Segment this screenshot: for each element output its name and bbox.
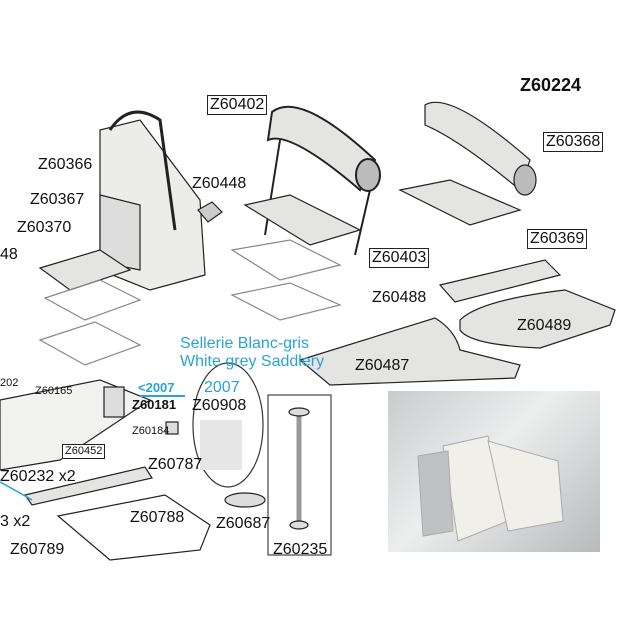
label-z60402: Z60402: [207, 95, 268, 115]
base-z60687: [224, 492, 266, 508]
filter-z60181: [103, 386, 125, 418]
label-3x2: 3 x2: [0, 513, 31, 530]
seat-cushion-z60370: [38, 249, 132, 291]
label-z60369: Z60369: [527, 229, 588, 249]
cushion-z60489: [459, 289, 616, 349]
label-z60370: Z60370: [17, 219, 72, 236]
label-z60368: Z60368: [543, 132, 604, 152]
label-z60908: Z60908: [192, 397, 247, 414]
label-z60789: Z60789: [10, 541, 65, 558]
label-z60403: Z60403: [369, 248, 430, 268]
label-z60224: Z60224: [520, 75, 582, 95]
hinge-z60448: [197, 201, 223, 223]
label-2007: 2007: [204, 379, 240, 396]
label-z60487: Z60487: [355, 357, 410, 374]
pedestal-z60235-box: [267, 394, 332, 556]
label-z60687: Z60687: [216, 515, 271, 532]
label-z60452: Z60452: [62, 444, 106, 459]
filter-photo-z60908: [200, 420, 242, 470]
filter-2007-outline: [192, 362, 264, 488]
label-z60448: Z60448: [192, 175, 247, 192]
label-z60788: Z60788: [130, 509, 185, 526]
label-pre-2007: <2007: [138, 380, 175, 395]
cushion-z60488: [438, 259, 562, 303]
label-z60235: Z60235: [273, 541, 328, 558]
label-48: 48: [0, 246, 18, 263]
boat-seat-photo: [388, 391, 600, 552]
label-z60489: Z60489: [517, 317, 572, 334]
label-z60181: Z60181: [132, 397, 177, 412]
label-z60787: Z60787: [148, 456, 203, 473]
label-z60367: Z60367: [30, 191, 85, 208]
title-en: White grey Saddlery: [180, 353, 325, 370]
bench-z60402: [243, 105, 381, 256]
label-z60165: Z60165: [35, 385, 73, 397]
label-z60232: Z60232 x2: [0, 468, 76, 485]
bench-z60368: [398, 101, 537, 226]
title-fr: Sellerie Blanc-gris: [180, 335, 309, 352]
label-z60366: Z60366: [38, 156, 93, 173]
label-z60488: Z60488: [372, 289, 427, 306]
label-z60184: Z60184: [132, 425, 170, 437]
cushion-z60788: [56, 494, 211, 561]
cushion-z60487: [298, 317, 521, 386]
label-202: 202: [0, 377, 19, 389]
cushion-z60787: [23, 466, 153, 506]
